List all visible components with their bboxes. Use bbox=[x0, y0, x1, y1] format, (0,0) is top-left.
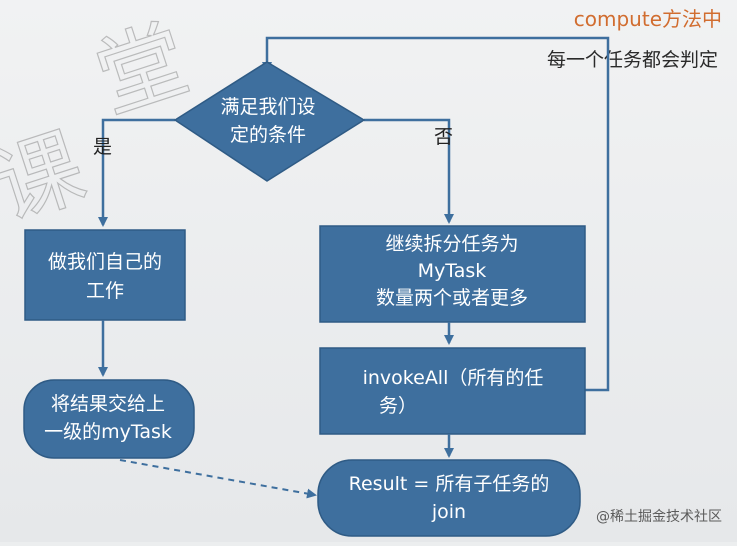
pass-to-result-dashed-arrow bbox=[119, 459, 317, 499]
result-text-line2: join bbox=[431, 501, 466, 523]
do-work-text-line1: 做我们自己的 bbox=[48, 251, 162, 273]
no-label: 否 bbox=[434, 126, 453, 148]
pass-up-text-line2: 一级的myTask bbox=[44, 421, 172, 443]
decision-diamond bbox=[173, 61, 366, 182]
split-text-line2: MyTask bbox=[418, 260, 487, 282]
yes-label: 是 bbox=[93, 136, 112, 158]
watermark-glyph-2: 堂 bbox=[84, 7, 200, 132]
pass-up-box bbox=[23, 379, 195, 459]
loop-back-arrow bbox=[262, 36, 610, 392]
result-text-line1: Result = 所有子任务的 bbox=[349, 473, 550, 495]
header-subtitle: 每一个任务都会判定 bbox=[547, 49, 718, 71]
decision-text-line1: 满足我们设 bbox=[220, 96, 315, 118]
do-work-text-line2: 工作 bbox=[86, 280, 124, 302]
result-box bbox=[317, 459, 581, 537]
split-box bbox=[319, 225, 586, 323]
header-title: compute方法中 bbox=[574, 7, 722, 31]
no-arrow bbox=[364, 118, 454, 224]
invoke-box bbox=[319, 347, 586, 435]
invoke-text-line2: 务） bbox=[379, 395, 417, 417]
watermark-glyph-1: 课 bbox=[0, 115, 96, 240]
credit-text: @稀土掘金技术社区 bbox=[596, 509, 722, 525]
pass-up-text-line1: 将结果交给上 bbox=[51, 393, 165, 415]
yes-arrow bbox=[98, 118, 175, 227]
invoke-text-line1: invokeAll（所有的任 bbox=[363, 367, 544, 389]
split-text-line1: 继续拆分任务为 bbox=[385, 233, 518, 255]
split-text-line3: 数量两个或者更多 bbox=[376, 287, 528, 309]
decision-text-line2: 定的条件 bbox=[230, 124, 306, 146]
do-work-box bbox=[24, 229, 186, 321]
